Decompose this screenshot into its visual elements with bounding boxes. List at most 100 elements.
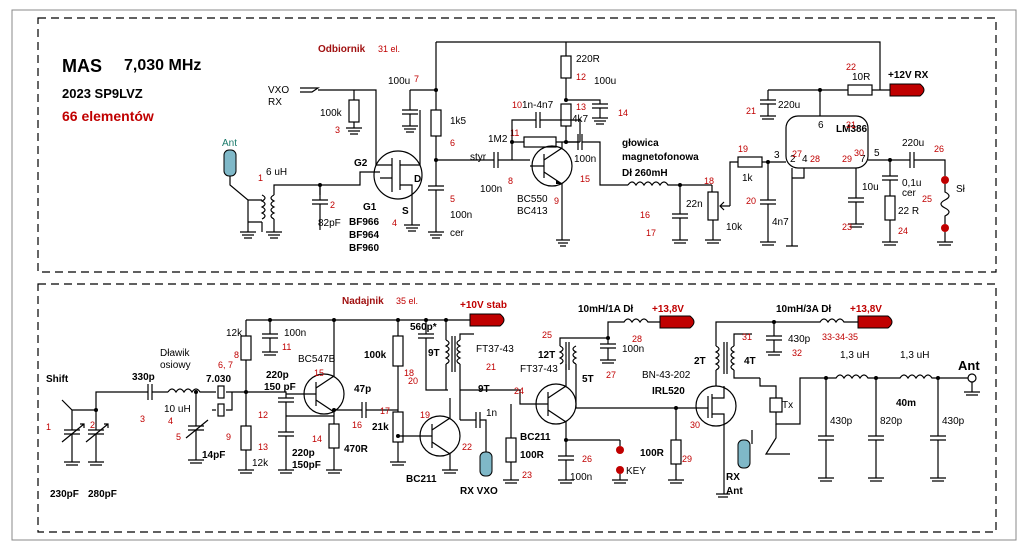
svg-text:1k5: 1k5 bbox=[450, 116, 467, 127]
tx-ant-label: Ant bbox=[958, 358, 980, 373]
supply-10v-connector[interactable] bbox=[469, 313, 505, 327]
svg-text:14: 14 bbox=[618, 108, 628, 118]
svg-text:4n7: 4n7 bbox=[772, 217, 789, 228]
svg-text:7: 7 bbox=[414, 74, 419, 84]
svg-text:40m: 40m bbox=[896, 398, 916, 409]
svg-text:100n: 100n bbox=[284, 328, 306, 339]
choke-10uh bbox=[167, 388, 212, 394]
svg-text:5: 5 bbox=[874, 148, 880, 159]
svg-text:22: 22 bbox=[846, 62, 856, 72]
svg-text:2: 2 bbox=[90, 420, 95, 430]
svg-text:100n: 100n bbox=[480, 184, 502, 195]
svg-text:3: 3 bbox=[140, 414, 145, 424]
tx-rx-relay bbox=[759, 377, 820, 425]
capacitor-100n-25 bbox=[558, 439, 620, 484]
supply-13v8-connector-1[interactable] bbox=[659, 315, 695, 329]
svg-text:17: 17 bbox=[380, 406, 390, 416]
svg-text:1: 1 bbox=[258, 173, 263, 183]
svg-text:+10V stab: +10V stab bbox=[460, 300, 507, 311]
svg-text:4: 4 bbox=[392, 218, 397, 228]
capacitor-10u bbox=[848, 168, 864, 228]
svg-text:BF966: BF966 bbox=[349, 217, 379, 228]
supply-13v8-connector-2[interactable] bbox=[857, 315, 893, 329]
svg-text:32: 32 bbox=[792, 348, 802, 358]
key-jack[interactable] bbox=[616, 466, 624, 474]
rx-ant-connector[interactable] bbox=[737, 439, 751, 469]
svg-text:280pF: 280pF bbox=[88, 489, 117, 500]
rx-antenna-connector[interactable] bbox=[223, 149, 237, 177]
transformer-ft37-43-tx2 bbox=[558, 345, 578, 365]
svg-text:430p: 430p bbox=[788, 334, 811, 345]
svg-text:20: 20 bbox=[746, 196, 756, 206]
svg-text:17: 17 bbox=[646, 228, 656, 238]
svg-text:82pF: 82pF bbox=[318, 218, 341, 229]
svg-text:6: 6 bbox=[818, 120, 824, 131]
resistor-100k-tx bbox=[392, 335, 404, 367]
svg-text:8: 8 bbox=[508, 176, 513, 186]
capacitor-430p-1 bbox=[818, 378, 834, 482]
svg-text:1,3 uH: 1,3 uH bbox=[840, 350, 869, 361]
svg-text:magnetofonowa: magnetofonowa bbox=[622, 152, 699, 163]
svg-text:Sł: Sł bbox=[956, 184, 966, 195]
frequency-label: 7,030 MHz bbox=[124, 57, 201, 74]
input-coil-primary bbox=[260, 194, 266, 220]
svg-text:21: 21 bbox=[486, 362, 496, 372]
svg-text:głowica: głowica bbox=[622, 138, 659, 149]
capacitor-100n-15 bbox=[566, 134, 628, 186]
svg-text:30: 30 bbox=[690, 420, 700, 430]
capacitor-47p bbox=[334, 402, 398, 418]
rx-vxo-connector[interactable] bbox=[479, 451, 493, 477]
svg-text:22 R: 22 R bbox=[898, 206, 919, 217]
svg-text:15: 15 bbox=[314, 368, 324, 378]
tx-antenna-connector[interactable] bbox=[967, 373, 977, 383]
svg-text:9: 9 bbox=[554, 196, 559, 206]
svg-text:10R: 10R bbox=[852, 72, 870, 83]
capacitor-4n7 bbox=[760, 161, 786, 246]
svg-text:10 uH: 10 uH bbox=[164, 404, 191, 415]
capacitor-100n-8 bbox=[436, 152, 530, 168]
svg-text:BC547B: BC547B bbox=[298, 354, 336, 365]
svg-text:20: 20 bbox=[408, 376, 418, 386]
capacitor-100u-7 bbox=[402, 89, 436, 133]
resistor-10r bbox=[847, 84, 873, 96]
svg-text:FT37-43: FT37-43 bbox=[520, 364, 558, 375]
svg-text:31: 31 bbox=[846, 120, 856, 130]
transmitter-box bbox=[37, 283, 997, 533]
svg-text:560p*: 560p* bbox=[410, 322, 437, 333]
svg-text:7: 7 bbox=[860, 154, 866, 165]
svg-text:6, 7: 6, 7 bbox=[218, 360, 233, 370]
svg-text:100R: 100R bbox=[520, 450, 545, 461]
svg-text:100k: 100k bbox=[364, 350, 387, 361]
svg-text:23: 23 bbox=[522, 470, 532, 480]
svg-text:Dł 260mH: Dł 260mH bbox=[622, 168, 668, 179]
svg-text:100n: 100n bbox=[570, 472, 592, 483]
supply-12v-connector[interactable] bbox=[889, 83, 925, 97]
svg-text:KEY: KEY bbox=[626, 466, 646, 477]
svg-text:13: 13 bbox=[576, 102, 586, 112]
svg-text:+12V RX: +12V RX bbox=[888, 70, 929, 81]
svg-text:G1: G1 bbox=[363, 202, 377, 213]
svg-text:15: 15 bbox=[580, 174, 590, 184]
svg-text:220u: 220u bbox=[902, 138, 924, 149]
junction-dots bbox=[94, 88, 940, 442]
svg-text:BC550: BC550 bbox=[517, 194, 548, 205]
svg-text:28: 28 bbox=[810, 154, 820, 164]
svg-text:6 uH: 6 uH bbox=[266, 167, 287, 178]
svg-text:12k: 12k bbox=[226, 328, 243, 339]
svg-text:BC211: BC211 bbox=[406, 474, 437, 485]
svg-text:22n: 22n bbox=[686, 199, 703, 210]
choke-10mh-1a bbox=[607, 318, 660, 338]
svg-text:Tx: Tx bbox=[782, 400, 793, 411]
svg-text:S: S bbox=[402, 206, 409, 217]
svg-text:100n: 100n bbox=[450, 210, 472, 221]
svg-text:18: 18 bbox=[404, 368, 414, 378]
ic-lm386 bbox=[785, 115, 869, 169]
svg-text:5: 5 bbox=[450, 194, 455, 204]
svg-text:30: 30 bbox=[854, 148, 864, 158]
dual-gate-mosfet bbox=[373, 150, 423, 200]
svg-text:21: 21 bbox=[746, 106, 756, 116]
elements-count-label: 66 elementów bbox=[62, 108, 154, 124]
resistor-220r bbox=[560, 55, 572, 79]
svg-text:Dławik: Dławik bbox=[160, 348, 190, 359]
svg-text:430p: 430p bbox=[942, 416, 965, 427]
